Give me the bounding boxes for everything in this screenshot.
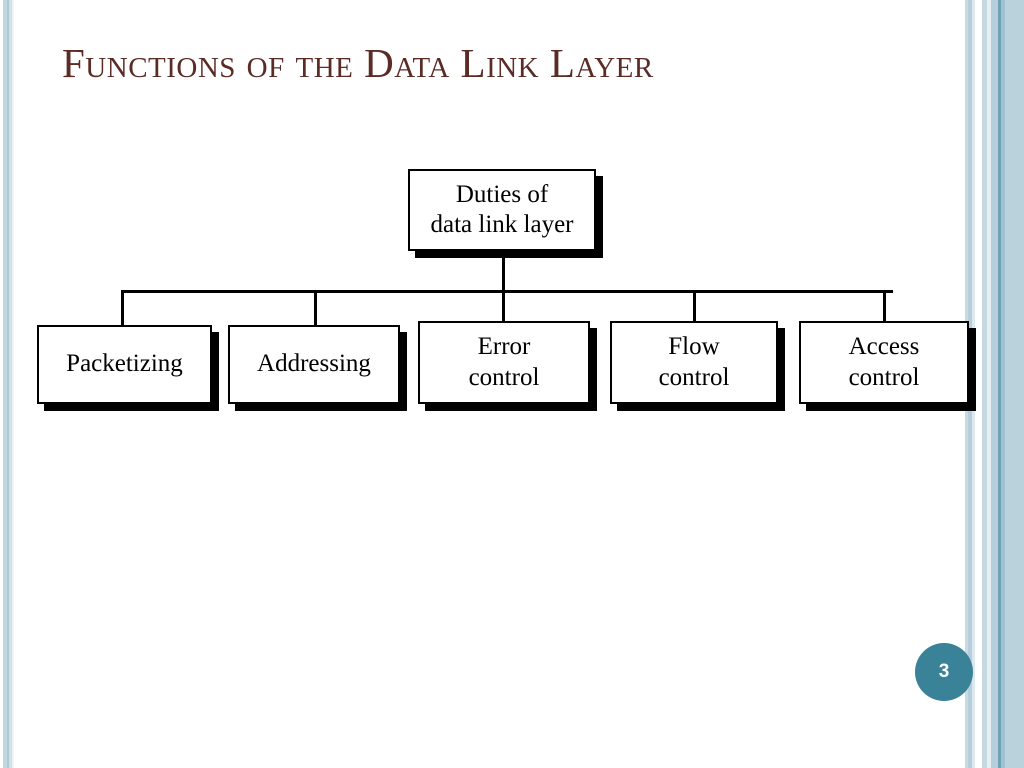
left-stripe-2 — [3, 0, 7, 768]
chart-node-flow: Flow control — [610, 321, 778, 404]
left-stripe-5 — [12, 0, 14, 768]
left-stripe-4 — [9, 0, 12, 768]
chart-node-label-access: Access control — [848, 333, 920, 391]
chart-node-label-addressing: Addressing — [257, 350, 371, 378]
connector-drop-packetizing — [121, 290, 124, 325]
connector-bus — [122, 290, 893, 293]
chart-node-error: Error control — [418, 321, 590, 404]
chart-node-label-error: Error control — [468, 333, 540, 391]
right-stripe-6 — [987, 0, 991, 768]
connector-drop-error — [502, 290, 505, 321]
connector-root-stem — [502, 251, 505, 293]
right-stripe-10 — [1005, 0, 1024, 768]
chart-node-packetizing: Packetizing — [37, 325, 212, 404]
left-stripe-3 — [7, 0, 9, 768]
connector-drop-flow — [693, 290, 696, 321]
chart-node-label-flow: Flow control — [658, 333, 730, 391]
chart-node-access: Access control — [799, 321, 969, 404]
right-stripe-7 — [991, 0, 998, 768]
right-stripe-9 — [1001, 0, 1005, 768]
chart-node-label-root: Duties of data link layer — [430, 180, 574, 239]
chart-node-addressing: Addressing — [228, 325, 400, 404]
connector-drop-access — [883, 290, 886, 321]
right-stripe-4 — [975, 0, 982, 768]
right-stripe-8 — [998, 0, 1001, 768]
page-number-badge: 3 — [915, 643, 973, 701]
connector-drop-addressing — [314, 290, 317, 325]
page-title: Functions of the Data Link Layer — [62, 40, 654, 86]
chart-node-root: Duties of data link layer — [408, 169, 596, 251]
right-stripe-5 — [982, 0, 987, 768]
chart-node-label-packetizing: Packetizing — [66, 350, 183, 378]
left-stripe-1 — [0, 0, 3, 768]
